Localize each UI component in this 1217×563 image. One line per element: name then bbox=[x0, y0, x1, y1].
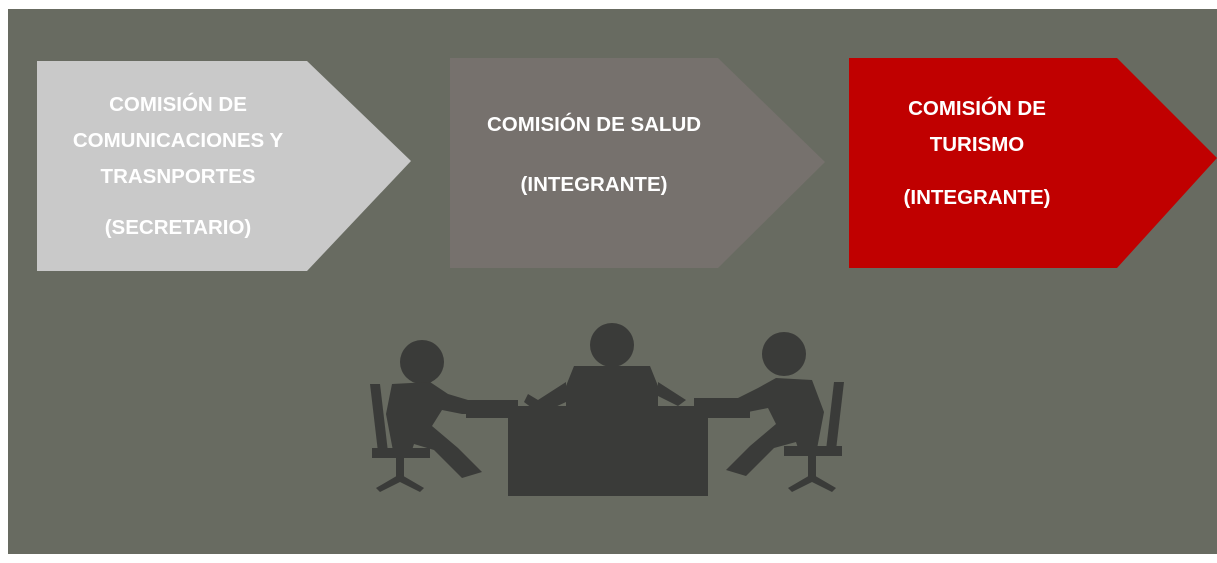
commission-name-line: COMISIÓN DE SALUD bbox=[486, 113, 702, 136]
business-meeting-icon bbox=[370, 323, 844, 496]
commission-role: (INTEGRANTE) bbox=[520, 173, 668, 196]
commission-name-line: COMUNICACIONES Y bbox=[72, 129, 284, 152]
commission-name-line: COMISIÓN DE bbox=[109, 93, 247, 116]
commission-name-line: COMISIÓN DE bbox=[908, 97, 1046, 120]
commission-name-line: TURISMO bbox=[929, 133, 1025, 156]
commission-name-line: TRASNPORTES bbox=[100, 165, 256, 188]
commission-role: (SECRETARIO) bbox=[104, 216, 252, 239]
commission-role: (INTEGRANTE) bbox=[903, 186, 1051, 209]
